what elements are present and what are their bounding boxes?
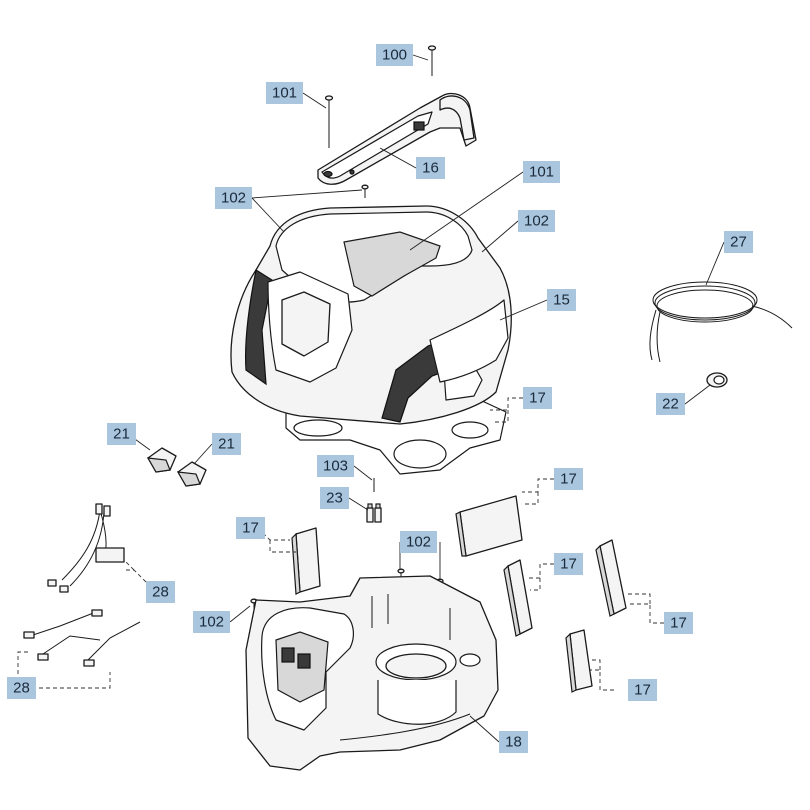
handle-16: [317, 92, 477, 185]
foam-pad-17-e: [565, 629, 593, 693]
callout-15: 15: [547, 289, 576, 311]
lower-housing-18: [245, 575, 499, 771]
switch-cap-21-left: [146, 447, 177, 473]
svg-text:100: 100: [382, 47, 407, 64]
svg-text:28: 28: [13, 680, 30, 697]
svg-text:103: 103: [323, 458, 348, 475]
svg-text:101: 101: [529, 164, 554, 181]
svg-text:102: 102: [406, 534, 431, 551]
svg-text:17: 17: [560, 556, 577, 573]
callout-27: 27: [724, 231, 753, 253]
svg-text:17: 17: [634, 682, 651, 699]
foam-pad-17-c: [503, 559, 533, 637]
foam-pad-17-d: [595, 539, 627, 617]
grommet-22: [706, 372, 728, 388]
screw-101-top: [324, 95, 334, 148]
callout-102-left: 102: [193, 611, 230, 633]
svg-text:101: 101: [272, 85, 297, 102]
screw-100: [427, 45, 437, 76]
callout-28-upper: 28: [146, 581, 175, 603]
svg-text:21: 21: [113, 426, 130, 443]
svg-text:102: 102: [199, 614, 224, 631]
svg-text:22: 22: [662, 396, 679, 413]
callout-103: 103: [317, 455, 354, 477]
foam-pad-17-a: [291, 527, 321, 595]
callout-17-a: 17: [523, 387, 552, 409]
upper-housing-15: [230, 205, 512, 475]
svg-text:102: 102: [221, 190, 246, 207]
callout-21-left: 21: [107, 423, 136, 445]
svg-text:17: 17: [670, 615, 687, 632]
callout-18: 18: [499, 731, 528, 753]
svg-text:102: 102: [524, 213, 549, 230]
callout-101-center: 101: [523, 161, 560, 183]
cable-27: [649, 281, 793, 363]
callout-17-c: 17: [236, 517, 265, 539]
callout-22: 22: [656, 393, 685, 415]
switch-cap-21-right: [176, 461, 207, 487]
callout-102-lower: 102: [400, 531, 437, 553]
leader-lines: [127, 54, 725, 743]
svg-text:17: 17: [560, 471, 577, 488]
svg-text:17: 17: [529, 390, 546, 407]
svg-text:15: 15: [553, 292, 570, 309]
foam-pad-17-b: [455, 495, 523, 557]
callout-21-right: 21: [212, 433, 241, 455]
svg-text:21: 21: [218, 436, 235, 453]
callout-100: 100: [376, 44, 413, 66]
callout-102-right: 102: [518, 210, 555, 232]
callout-17-f: 17: [628, 679, 657, 701]
wiring-harness-28-upper: [47, 503, 125, 593]
callout-102-top: 102: [215, 187, 252, 209]
connectors-23: [366, 503, 382, 523]
svg-text:16: 16: [422, 160, 439, 177]
callout-16: 16: [416, 157, 445, 179]
callout-17-b: 17: [554, 468, 583, 490]
svg-text:18: 18: [505, 734, 522, 751]
callout-28-lower: 28: [7, 677, 36, 699]
callout-17-e: 17: [664, 612, 693, 634]
svg-text:28: 28: [152, 584, 169, 601]
wiring-harness-28-lower: [23, 609, 141, 667]
dashed-leader-lines: [17, 397, 664, 691]
callout-101-top: 101: [266, 82, 303, 104]
screw-102-mid: [361, 184, 369, 198]
callout-23: 23: [320, 487, 349, 509]
svg-text:23: 23: [326, 490, 343, 507]
svg-text:27: 27: [730, 234, 747, 251]
svg-text:17: 17: [242, 520, 259, 537]
callout-17-d: 17: [554, 553, 583, 575]
